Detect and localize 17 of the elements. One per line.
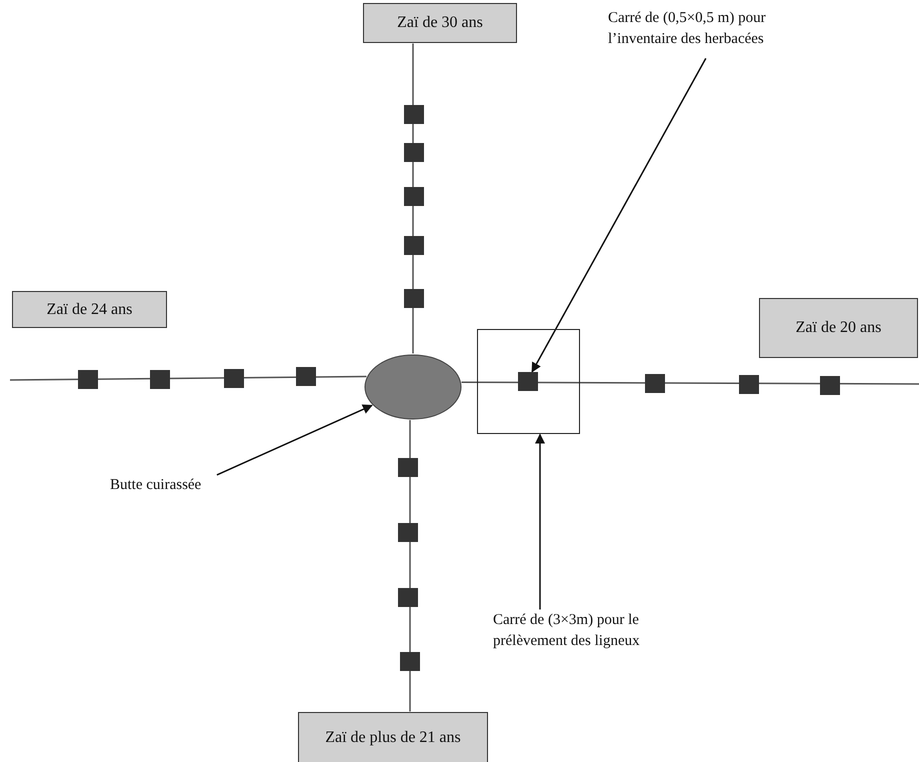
arrow xyxy=(216,404,373,476)
age-label-box: Zaï de 20 ans xyxy=(759,298,918,358)
transect-line xyxy=(10,376,366,381)
arrow xyxy=(535,434,545,610)
age-label-box: Zaï de plus de 21 ans xyxy=(298,712,488,762)
age-label-box: Zaï de 30 ans xyxy=(363,3,517,43)
transect-line xyxy=(462,381,919,385)
sampling-square xyxy=(477,329,580,434)
transect-line xyxy=(409,420,411,712)
annotation-text: Carré de (3×3m) pour le prélèvement des ligneux xyxy=(493,610,673,660)
mound-ellipse xyxy=(364,354,462,420)
transect-line xyxy=(412,44,414,354)
annotation-text: Carré de (0,5×0,5 m) pour l’inventaire des herbacées xyxy=(608,8,823,58)
annotation-text: Butte cuirassée xyxy=(110,475,225,499)
age-label-box: Zaï de 24 ans xyxy=(12,291,167,328)
arrow xyxy=(531,58,706,373)
quadrat-marker xyxy=(518,372,538,391)
